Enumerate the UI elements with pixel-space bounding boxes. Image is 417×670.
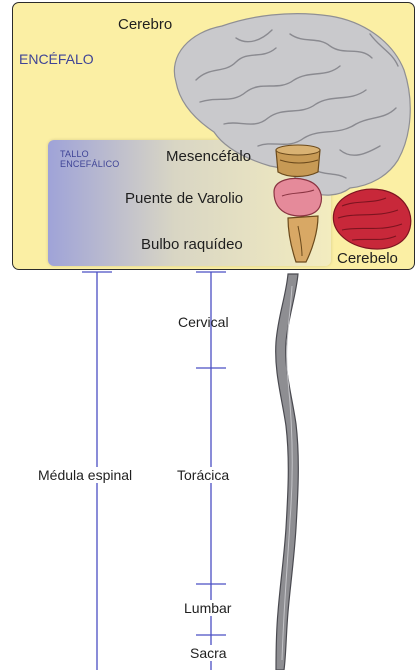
mesencefalo-label: Mesencéfalo [166,148,251,165]
tallo-label: TALLO ENCEFÁLICO [60,149,120,169]
medula-label: Médula espinal [36,467,134,483]
encefalo-label: ENCÉFALO [19,51,94,67]
sacra-label: Sacra [188,645,229,661]
cerebro-label: Cerebro [118,16,172,33]
tallo-label-line1: TALLO [60,149,120,159]
cervical-label: Cervical [178,314,229,330]
cerebellum-illustration [333,189,410,249]
bulbo-label: Bulbo raquídeo [141,236,243,253]
pons-illustration [274,179,321,216]
midbrain-illustration [276,145,320,177]
cerebelo-label: Cerebelo [337,250,398,267]
toracica-label: Torácica [175,467,231,483]
spinal-cord-illustration [276,274,299,670]
lumbar-label: Lumbar [182,600,233,616]
medulla-illustration [288,216,318,262]
tallo-label-line2: ENCEFÁLICO [60,159,120,169]
puente-label: Puente de Varolio [125,190,243,207]
